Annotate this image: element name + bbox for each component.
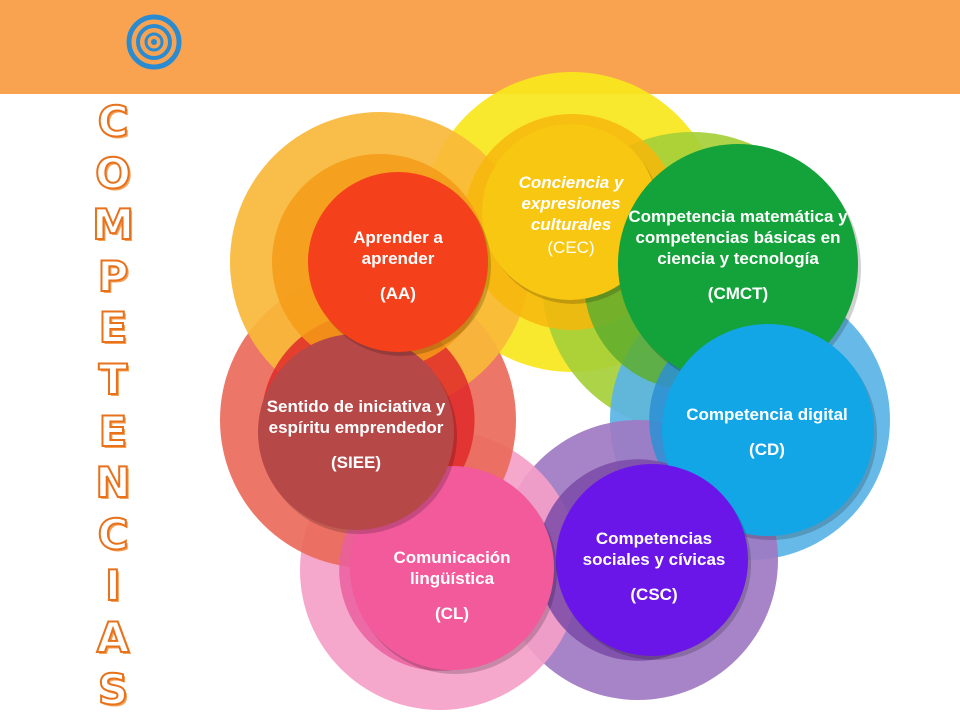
title-letter: E	[98, 302, 129, 353]
title-letter: O	[94, 148, 132, 199]
title-letter: C	[97, 96, 130, 147]
title-letter: E	[98, 406, 129, 457]
node-title-aa: Aprender a aprender	[353, 227, 443, 268]
title-letter: P	[97, 251, 130, 302]
node-label-aa: Aprender a aprender (AA)	[318, 210, 478, 320]
disc-siee	[258, 334, 454, 530]
title-letter: I	[104, 560, 122, 611]
node-title-cl: Comunicación lingüística	[393, 547, 511, 588]
title-letter: T	[98, 354, 129, 405]
disc-cmct	[618, 144, 858, 384]
title-letter: S	[97, 664, 129, 715]
disc-csc	[556, 464, 748, 656]
disc-aa	[308, 172, 488, 352]
node-title-cmct: Competencia matemática y competencias bá…	[628, 207, 848, 268]
node-title-csc: Competencias sociales y cívicas	[582, 528, 726, 569]
node-label-siee: Sentido de iniciativa y espíritu emprend…	[264, 354, 448, 514]
title-letter: N	[94, 457, 131, 508]
title-letter: A	[96, 612, 130, 663]
title-letter: C	[97, 509, 130, 560]
disc-cec	[482, 124, 658, 300]
disc-cd	[662, 324, 874, 536]
node-label-csc: Competencias sociales y cívicas (CSC)	[566, 496, 742, 636]
node-title-siee: Sentido de iniciativa y espíritu emprend…	[266, 396, 446, 437]
node-label-cd: Competencia digital (CD)	[672, 372, 862, 492]
node-abbr-cmct: (CMCT)	[707, 284, 769, 303]
node-title-cec: Conciencia y expresiones culturales	[518, 173, 624, 234]
title-letter: M	[91, 199, 135, 250]
node-label-cec: Conciencia y expresiones culturales (CEC)	[496, 130, 646, 300]
node-abbr-siee: (SIEE)	[330, 452, 382, 472]
node-abbr-cec: (CEC)	[547, 238, 595, 257]
node-abbr-aa: (AA)	[380, 283, 416, 303]
node-abbr-csc: (CSC)	[630, 584, 678, 604]
target-logo-icon	[126, 14, 182, 70]
node-abbr-cl: (CL)	[435, 603, 469, 623]
node-label-cl: Comunicación lingüística (CL)	[360, 530, 544, 640]
node-abbr-cd: (CD)	[749, 440, 785, 459]
node-label-cmct: Competencia matemática y competencias bá…	[628, 160, 848, 350]
node-title-cd: Competencia digital	[686, 405, 848, 424]
